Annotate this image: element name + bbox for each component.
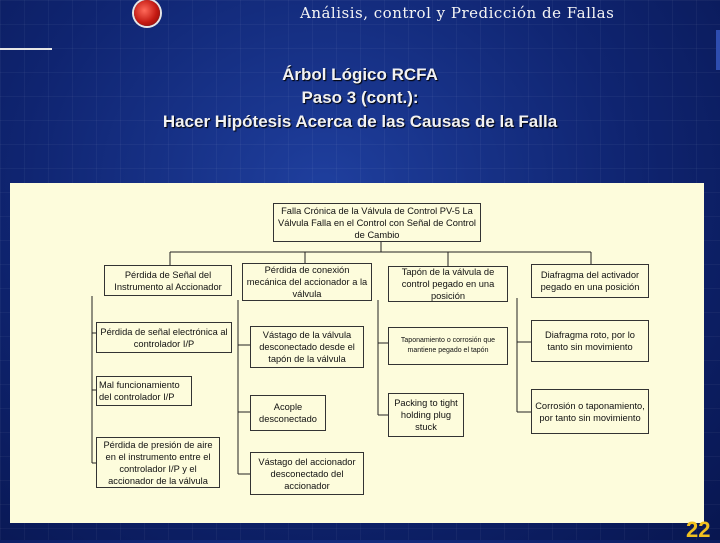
tree-node-col2-3: Acople desconectado <box>250 395 326 431</box>
tree-node-col3-2: Taponamiento o corrosión que mantiene pe… <box>388 327 508 365</box>
logo-icon <box>134 0 160 26</box>
slide-title-line3: Hacer Hipótesis Acerca de las Causas de … <box>162 112 558 131</box>
tree-node-col4-3: Corrosión o taponamiento, por tanto sin … <box>531 389 649 434</box>
header-bar: Análisis, control y Predicción de Fallas <box>0 0 720 30</box>
header-accent <box>716 30 720 70</box>
page-number: 22 <box>686 517 711 542</box>
tree-node-col1-2: Pérdida de señal electrónica al controla… <box>96 322 232 353</box>
tree-node-col3-3: Packing to tight holding plug stuck <box>388 393 464 437</box>
tree-node-col1-4: Pérdida de presión de aire en el instrum… <box>96 437 220 488</box>
tree-node-col2-1: Pérdida de conexión mecánica del acciona… <box>242 263 372 301</box>
tree-node-col1-3: Mal funcionamiento del controlador I/P <box>96 376 192 406</box>
header-rule <box>0 48 52 50</box>
tree-node-col4-1: Diafragma del activador pegado en una po… <box>531 264 649 298</box>
tree-node-col2-4: Vástago del accionador desconectado del … <box>250 452 364 495</box>
slide-title-line1: Árbol Lógico RCFA <box>282 65 438 84</box>
tree-node-col3-1: Tapón de la válvula de control pegado en… <box>388 266 508 302</box>
tree-node-col2-2: Vástago de la válvula desconectado desde… <box>250 326 364 368</box>
root-node: Falla Crónica de la Válvula de Control P… <box>273 203 481 242</box>
header-title: Análisis, control y Predicción de Fallas <box>300 4 615 22</box>
tree-node-col4-2: Diafragma roto, por lo tanto sin movimie… <box>531 320 649 362</box>
tree-node-col1-1: Pérdida de Señal del Instrumento al Acci… <box>104 265 232 296</box>
slide-title-line2: Paso 3 (cont.): <box>301 88 419 107</box>
